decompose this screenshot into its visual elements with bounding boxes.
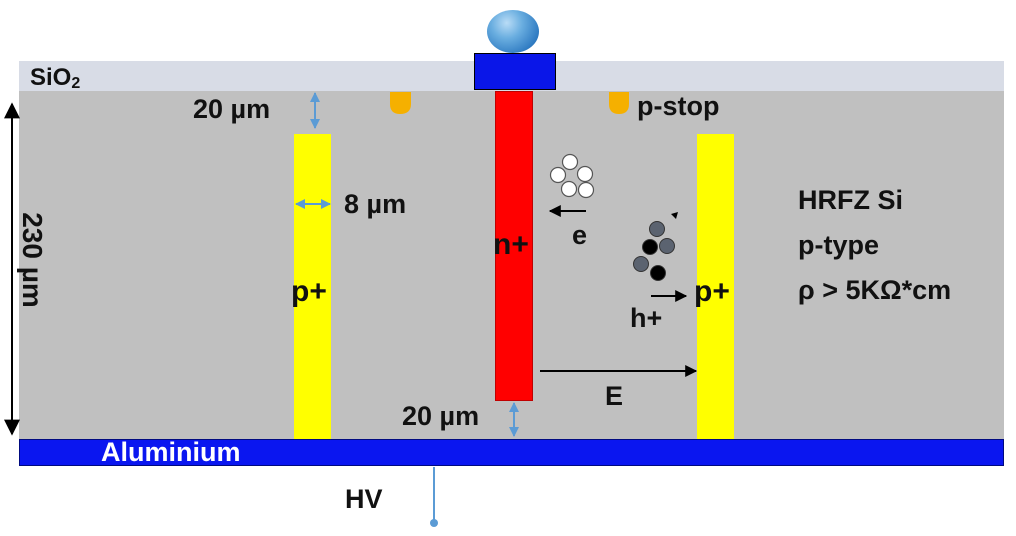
p-plus-left-label: p+ [291, 275, 327, 308]
n-plus-label: n+ [493, 228, 529, 261]
field-label: E [605, 381, 624, 411]
hole [659, 238, 675, 254]
p-stop-right [609, 92, 629, 114]
hole [650, 265, 666, 281]
n-plus-column [495, 91, 533, 401]
p-plus-right-label: p+ [694, 275, 730, 308]
column-width-label: 8 µm [344, 189, 407, 219]
p-plus-column-right [697, 134, 734, 439]
hv-label: HV [345, 484, 383, 514]
p-stop-label: p-stop [637, 91, 720, 121]
hole [649, 221, 665, 237]
electron [577, 181, 595, 199]
electron-cluster [549, 153, 595, 199]
hole [633, 256, 649, 272]
bump-bond [487, 10, 539, 53]
metal-contact-pad [474, 53, 556, 90]
aluminium-backplane [19, 439, 1004, 466]
bottom-gap-label: 20 µm [402, 401, 480, 431]
aluminium-label: Aluminium [101, 437, 241, 467]
resistivity-label: ρ > 5KΩ*cm [798, 275, 952, 305]
electron-label: e [572, 220, 588, 250]
electron [549, 166, 567, 184]
electron [560, 180, 578, 198]
electron [561, 153, 579, 171]
p-plus-column-left [294, 134, 331, 439]
doping-label: p-type [798, 230, 879, 260]
electron [576, 165, 594, 183]
hole-motion-tip [671, 212, 678, 219]
hole-cluster [633, 221, 675, 281]
hole [642, 239, 658, 255]
material-label: HRFZ Si [798, 185, 903, 215]
top-gap-label: 20 µm [193, 94, 271, 124]
thickness-label: 230 µm [17, 212, 48, 308]
p-stop-left [390, 92, 411, 114]
hv-terminal [430, 519, 438, 527]
sio2-label: SiO2 [30, 64, 81, 92]
hole-label: h+ [630, 303, 663, 333]
